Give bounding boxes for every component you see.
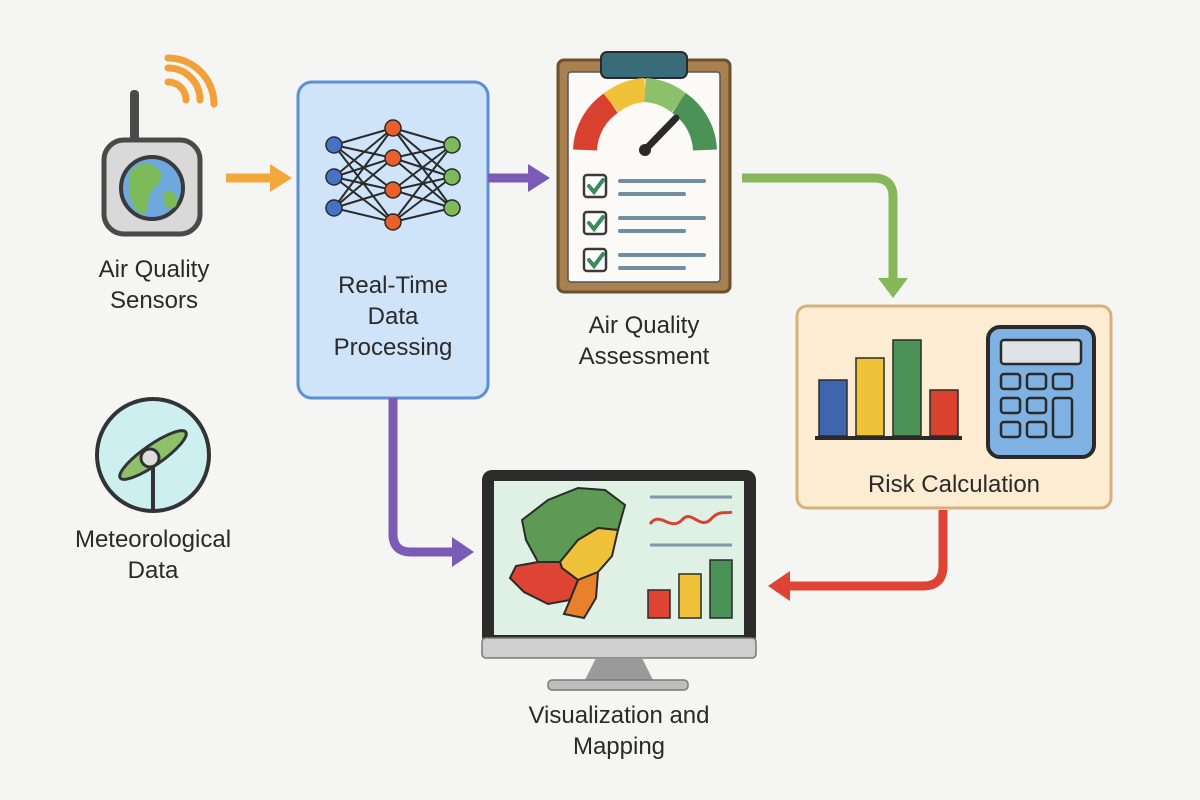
meteorological-label-line-1: Meteorological [74,526,232,553]
neural-network-icon [325,119,461,231]
risk-label-line-1: Risk Calculation [867,471,1041,498]
visualization-label-line-1: Visualization and [528,702,710,729]
meteorological-label-line-2: Data [127,557,179,584]
processing-label-line-1: Real-Time [338,272,448,299]
sensors-label-line-2: Sensors [109,287,199,314]
processing-label-line-2: Data [367,303,419,330]
assessment-label: Air Quality Assessment [544,310,744,372]
assessment-label-line-2: Assessment [578,343,710,370]
visualization-label: Visualization and Mapping [490,700,748,762]
clipboard-gauge-icon [556,51,732,294]
processing-label-line-3: Processing [333,334,453,361]
bar-chart-calculator-icon [815,325,1096,459]
meteorological-label: Meteorological Data [58,524,248,586]
wind-turbine-icon [95,397,211,513]
arrow-sensors-to-processing [226,164,292,192]
risk-label: Risk Calculation [797,469,1111,500]
processing-label: Real-Time Data Processing [298,270,488,363]
arrow-processing-to-assessment [488,164,550,192]
assessment-label-line-1: Air Quality [588,312,700,339]
sensors-label: Air Quality Sensors [72,254,236,316]
sensor-device-icon [101,54,218,237]
arrow-risk-to-visualization [768,510,948,601]
arrow-assessment-to-risk [742,173,908,298]
monitor-map-icon [481,470,757,691]
sensors-label-line-1: Air Quality [98,256,210,283]
arrow-processing-to-visualization [388,398,474,567]
visualization-label-line-2: Mapping [572,733,666,760]
